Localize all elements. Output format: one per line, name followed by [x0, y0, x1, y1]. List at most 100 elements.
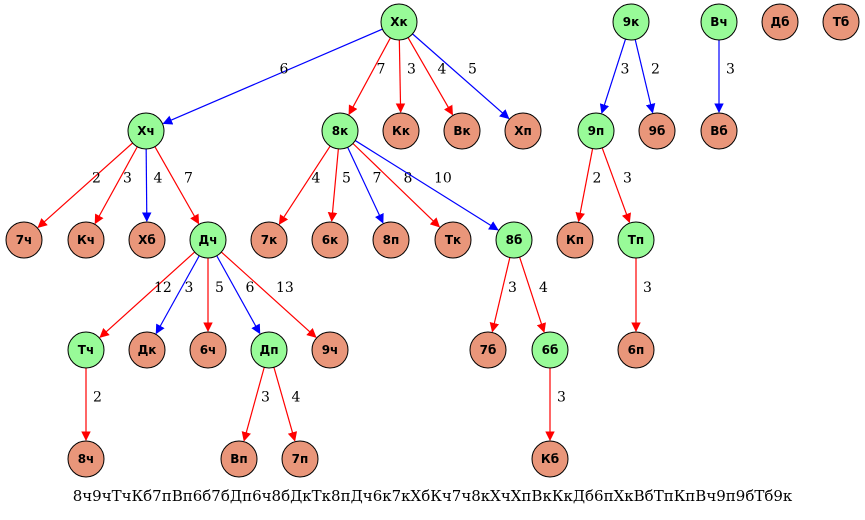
node-7p: 7п: [281, 440, 319, 478]
edge-Xk-Xch: 6: [162, 28, 383, 125]
leaf-node-circle: [67, 440, 105, 478]
leaf-node-circle: [311, 331, 349, 369]
edge-line: [575, 148, 594, 223]
node-label: Вч: [710, 15, 727, 29]
leaf-node-circle: [504, 112, 542, 150]
internal-node-circle: [700, 3, 738, 41]
node-label: 8п: [383, 233, 400, 247]
node-8p: 8п: [372, 221, 410, 259]
leaf-node-circle: [281, 440, 319, 478]
node-label: 6ч: [200, 343, 217, 357]
edge-Xch-Xb: 4: [141, 148, 163, 222]
edge-weight-label: 3: [557, 390, 566, 406]
edge-line: [354, 140, 499, 231]
node-label: 9п: [588, 124, 605, 138]
leaf-node-circle: [469, 331, 507, 369]
edge-weight-label: 2: [93, 390, 102, 406]
edge-weight-label: 3: [643, 280, 652, 296]
leaf-node-circle: [128, 331, 166, 369]
node-label: Вп: [230, 452, 247, 466]
edge-line: [348, 37, 391, 116]
edge-Tp-6p: 3: [631, 258, 652, 332]
edge-Dp-7p: 4: [273, 367, 301, 442]
node-9k: 9к: [612, 3, 650, 41]
leaf-node-circle: [443, 112, 481, 150]
node-Xk: Хк: [380, 3, 418, 41]
node-Kb: Кб: [531, 440, 569, 478]
leaf-node-circle: [382, 112, 420, 150]
edge-weight-label: 3: [261, 390, 270, 406]
traversal-sequence-text: 8ч9чТчКб7пВп6б7бДп6ч8бДкТк8пДч6к7кХбКч7ч…: [72, 487, 793, 505]
edge-8k-8b: 10: [354, 140, 499, 231]
edge-weight-label: 8: [404, 171, 413, 187]
leaf-node-circle: [5, 221, 43, 259]
node-Vk: Вк: [443, 112, 481, 150]
edge-6b-Kb: 3: [545, 368, 566, 441]
node-Tb: Тб: [822, 3, 860, 41]
edge-Dp-Vp: 3: [241, 367, 270, 442]
node-Vp: Вп: [220, 440, 258, 478]
edge-weight-label: 3: [185, 280, 194, 296]
leaf-node-circle: [700, 112, 738, 150]
node-label: Кк: [392, 124, 410, 138]
edge-weight-label: 4: [438, 62, 447, 78]
edge-9k-9b: 2: [634, 39, 660, 114]
edge-line: [273, 367, 298, 442]
edge-weight-label: 3: [123, 171, 132, 187]
node-label: Вб: [710, 124, 728, 138]
edge-line: [347, 147, 384, 224]
edge-weight-label: 2: [593, 171, 602, 187]
edge-8k-6k: 5: [327, 148, 351, 223]
internal-node-circle: [495, 221, 533, 259]
node-6ch: 6ч: [189, 331, 227, 369]
leaf-node-circle: [556, 221, 594, 259]
edge-weight-label: 2: [92, 171, 101, 187]
internal-node-circle: [531, 331, 569, 369]
edge-line: [519, 256, 546, 333]
edge-line: [37, 142, 133, 228]
node-Dk: Дк: [128, 331, 166, 369]
leaf-node-circle: [434, 221, 472, 259]
leaf-node-circle: [822, 3, 860, 41]
leaf-node-circle: [128, 221, 166, 259]
edge-8b-7b: 3: [489, 257, 517, 333]
edge-line: [99, 251, 196, 338]
node-label: Кп: [566, 233, 584, 247]
node-label: Хк: [390, 15, 407, 29]
node-Xch: Хч: [127, 112, 165, 150]
edge-line: [241, 367, 265, 442]
edge-line: [489, 257, 511, 333]
edge-line: [412, 33, 510, 120]
node-label: 7п: [292, 452, 309, 466]
edge-weight-label: 3: [726, 62, 735, 78]
node-label: Кч: [77, 233, 95, 247]
node-Xb: Хб: [128, 221, 166, 259]
node-label: 6п: [628, 343, 645, 357]
node-label: Дб: [770, 15, 789, 29]
node-Vb: Вб: [700, 112, 738, 150]
edge-Xch-Kch: 3: [94, 146, 138, 225]
leaf-node-circle: [250, 221, 288, 259]
edge-weight-label: 7: [184, 171, 193, 187]
leaf-node-circle: [189, 331, 227, 369]
node-6p: 6п: [617, 331, 655, 369]
node-8k: 8к: [321, 112, 359, 150]
node-Tch: Тч: [67, 331, 105, 369]
edge-line: [94, 146, 138, 225]
node-label: 7к: [261, 233, 278, 247]
node-Tk: Тк: [434, 221, 472, 259]
edge-Dch-Dk: 3: [155, 255, 200, 335]
internal-node-circle: [321, 112, 359, 150]
node-label: Хб: [138, 233, 156, 247]
edge-Dch-9ch: 13: [220, 251, 317, 338]
edge-weight-label: 5: [342, 171, 351, 187]
edge-line: [601, 147, 631, 224]
edge-line: [634, 39, 656, 114]
node-label: 8ч: [78, 452, 95, 466]
edge-weight-label: 3: [623, 171, 632, 187]
leaf-node-circle: [67, 221, 105, 259]
edge-8k-7k: 4: [278, 145, 331, 225]
node-9b: 9б: [638, 112, 676, 150]
